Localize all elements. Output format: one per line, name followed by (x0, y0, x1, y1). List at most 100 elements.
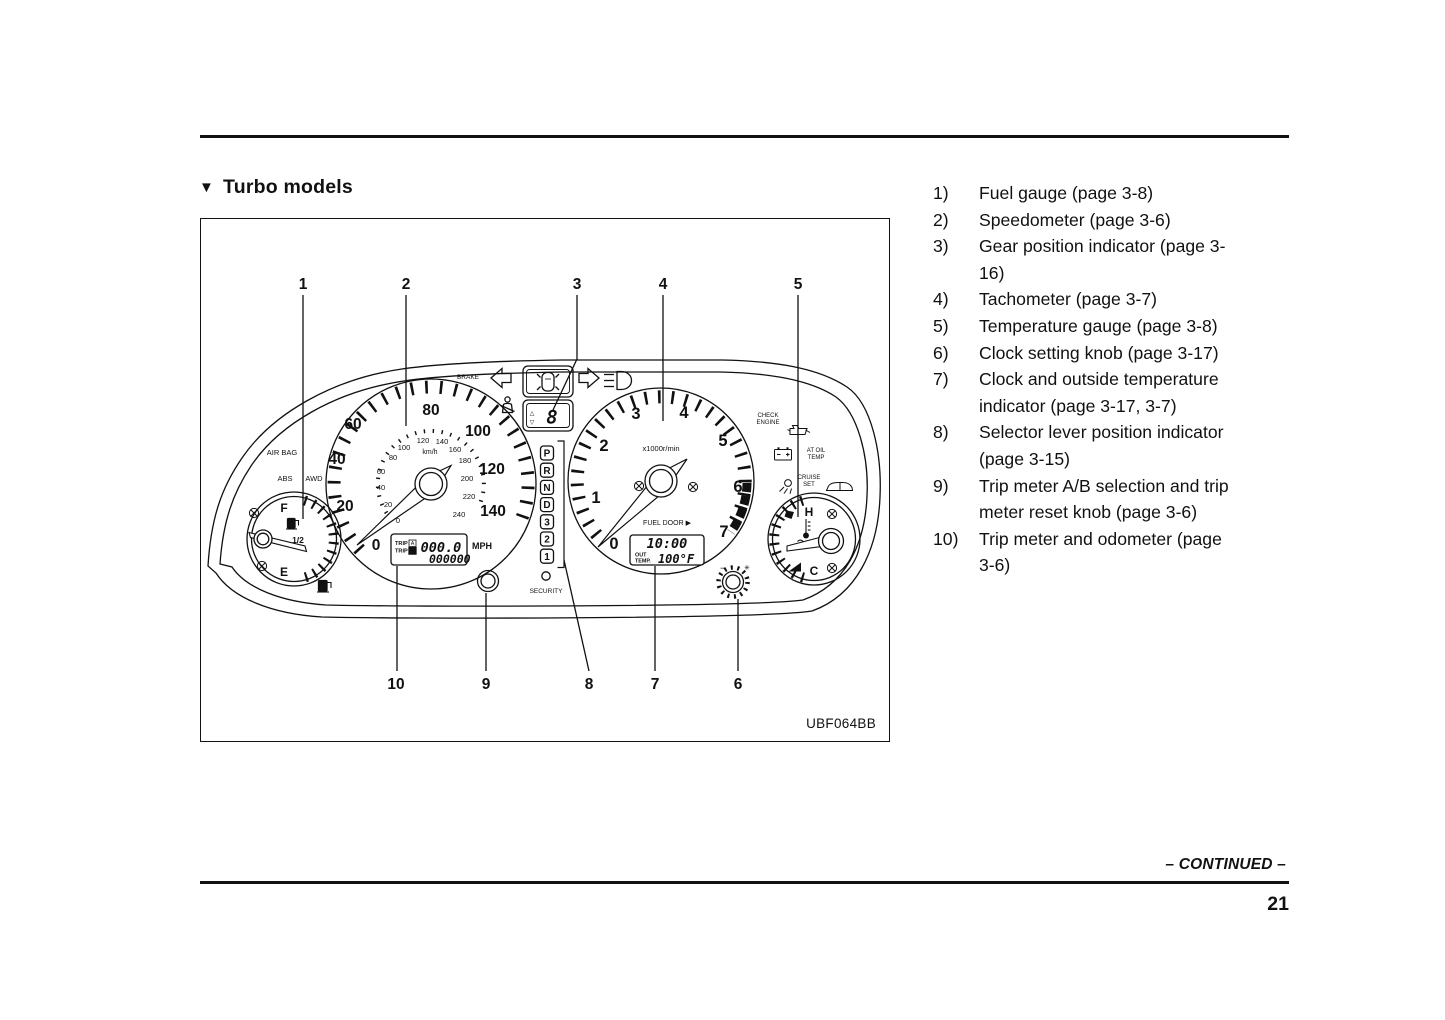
svg-text:40: 40 (377, 483, 385, 492)
svg-text:60: 60 (344, 416, 361, 433)
legend-item-text: Speedometer (page 3-6) (979, 209, 1171, 230)
temp-hot-label: H (805, 505, 814, 519)
screw-icon (248, 507, 260, 519)
awd-label: AWD (305, 474, 323, 483)
fuel-full-label: F (280, 501, 287, 515)
screw-icon (687, 481, 699, 493)
temp-cold-marker (788, 562, 801, 572)
legend-item-text: Trip meter and odometer (page (979, 528, 1222, 549)
svg-text:3: 3 (631, 405, 640, 423)
svg-text:40: 40 (328, 451, 345, 468)
kmh-label: km/h (422, 449, 437, 456)
callout-8: 8 (585, 676, 594, 693)
svg-text:SET: SET (803, 482, 815, 488)
right-turn-icon (578, 367, 600, 389)
gear-down-arrow-icon: ▽ (530, 420, 535, 426)
odometer-display: TRIP TRIP A B 000.0 000000 (390, 533, 471, 566)
trip-a-label: TRIP (395, 541, 408, 547)
clock-setting-knob: − ✳ (716, 563, 750, 599)
callout-numbers-bottom: 10 9 8 7 6 (387, 676, 742, 693)
screw-icon (256, 560, 268, 572)
section-title: Turbo models (223, 176, 353, 198)
selector-d: D (543, 500, 550, 511)
svg-text:20: 20 (336, 498, 353, 515)
continued-label: – CONTINUED – (1165, 856, 1286, 873)
battery-icon (774, 447, 792, 461)
legend-item-text: Gear position indicator (page 3- (979, 236, 1226, 257)
fuel-door-label: FUEL DOOR ▶ (643, 520, 692, 527)
svg-text:1: 1 (591, 489, 600, 507)
gear-up-arrow-icon: △ (530, 411, 535, 417)
tachometer-needle (597, 458, 688, 548)
callout-9: 9 (482, 676, 491, 693)
trip-value: 000.0 (421, 540, 462, 556)
door-ajar-icon (825, 482, 854, 491)
callout-3: 3 (573, 276, 582, 293)
temperature-gauge: H C (767, 492, 861, 586)
svg-text:240: 240 (453, 510, 466, 519)
figure-code: UBF064BB (806, 716, 876, 731)
legend-item: 2) Speedometer (page 3-6) (933, 207, 1295, 234)
oil-pressure-icon (787, 425, 811, 435)
legend-item-number: 8) (933, 422, 949, 443)
tachometer-redline (727, 482, 752, 535)
legend-item-text: Fuel gauge (page 3-8) (979, 183, 1154, 203)
clock-time: 10:00 (647, 536, 688, 552)
seat-belt-icon (500, 396, 515, 414)
svg-text:80: 80 (389, 453, 397, 462)
svg-text:0: 0 (609, 535, 618, 553)
legend-item-number: 9) (933, 475, 949, 496)
svg-text:2: 2 (599, 437, 608, 455)
legend-item-text: Temperature gauge (page 3-8) (979, 315, 1218, 336)
out-temp-value: 100°F (658, 552, 695, 566)
clock-display: 10:00 OUT TEMP. 100°F (629, 534, 705, 566)
trip-b-label: TRIP (395, 549, 408, 555)
callout-1: 1 (299, 276, 308, 293)
airbag-label: AIR BAG (267, 448, 298, 457)
top-rule (200, 135, 1289, 138)
selector-n: N (543, 483, 550, 494)
svg-text:200: 200 (461, 474, 474, 483)
bottom-rule (200, 881, 1289, 884)
legend-item: 3) Gear position indicator (page 3- 16) (933, 233, 1295, 286)
clock-knob-star: ✳ (744, 564, 750, 572)
legend-item: 8) Selector lever position indicator (pa… (933, 419, 1295, 472)
fuel-half-label: 1/2 (292, 535, 304, 545)
selector-position-display: P R N D 3 2 1 (539, 440, 565, 569)
speedometer: 0 20 40 60 80 100 120 140 0 20 40 60 (325, 378, 537, 590)
svg-text:80: 80 (422, 402, 439, 419)
gear-position-display: △ ▽ 8 (522, 399, 574, 432)
callout-10: 10 (387, 676, 404, 693)
svg-text:5: 5 (718, 432, 727, 450)
callout-2: 2 (402, 276, 411, 293)
temp-needle (786, 527, 845, 555)
legend-item-number: 7) (933, 369, 949, 390)
svg-text:120: 120 (417, 436, 430, 445)
selector-p: P (544, 449, 551, 460)
legend-item-number: 10) (933, 528, 959, 549)
brake-label: BRAKE (457, 374, 480, 381)
legend-item-text: Tachometer (page 3-7) (979, 289, 1157, 310)
security-label: SECURITY (530, 588, 564, 595)
high-beam-icon (604, 370, 633, 391)
left-warning-labels: AIR BAG ABS AWD (267, 448, 323, 483)
svg-text:0: 0 (372, 537, 381, 554)
cluster-bezel (207, 359, 881, 619)
legend-item-text: Trip meter A/B selection and trip (979, 475, 1229, 496)
cluster-figure-box: 1 2 3 4 5 10 9 8 7 (200, 218, 890, 742)
temp-cold-label: C (810, 564, 819, 578)
svg-text:140: 140 (436, 437, 449, 446)
screw-icon (633, 480, 645, 492)
trip-a-tag: A (411, 541, 415, 547)
temp-hot-marker (784, 510, 794, 519)
cruise-set-label: CRUISE (798, 475, 821, 481)
selector-bracket (557, 440, 565, 569)
fuel-empty-label: E (280, 565, 288, 579)
legend-item: 5) Temperature gauge (page 3-8) (933, 313, 1295, 340)
cluster-diagram: 1 2 3 4 5 10 9 8 7 (207, 276, 881, 693)
legend-item-number: 4) (933, 289, 949, 310)
legend-item-number: 3) (933, 236, 949, 257)
mph-label: MPH (472, 541, 492, 551)
temp-label: TEMP. (635, 559, 651, 565)
